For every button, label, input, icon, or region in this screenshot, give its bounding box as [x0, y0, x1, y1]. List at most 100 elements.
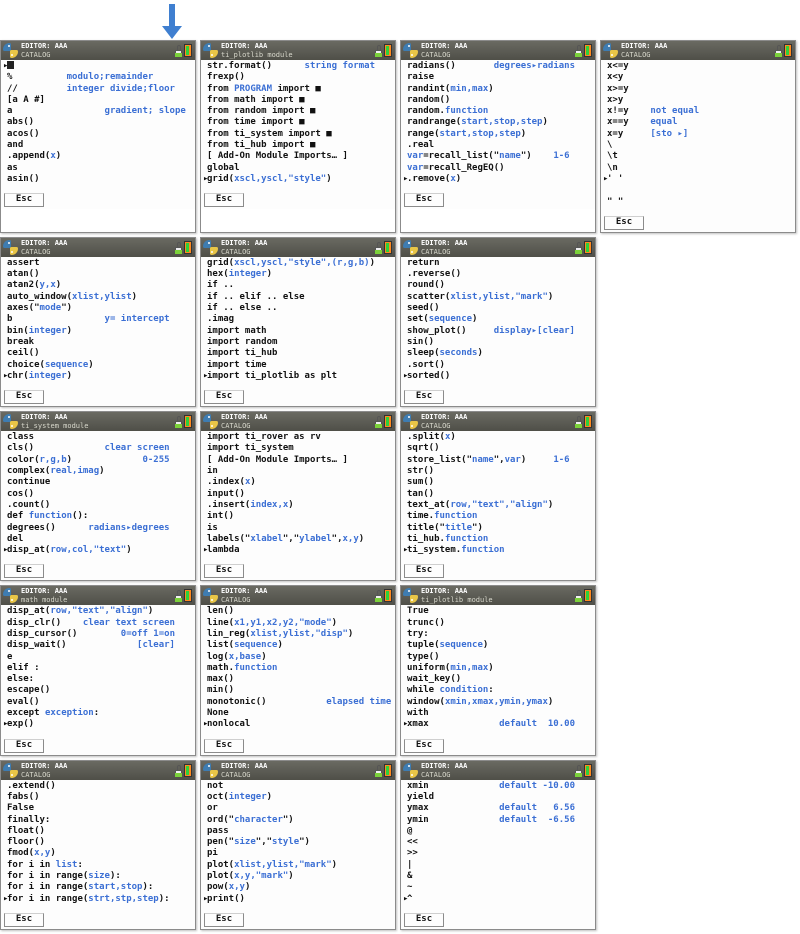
catalog-line[interactable]: randint(min,max) — [401, 84, 595, 95]
catalog-line[interactable]: uniform(min,max) — [401, 663, 595, 674]
catalog-line[interactable]: for i in range(size): — [1, 871, 195, 882]
catalog-line[interactable]: break — [1, 337, 195, 348]
catalog-line[interactable]: pen("size","style") — [201, 837, 395, 848]
catalog-line[interactable]: ymin default -6.56 — [401, 815, 595, 826]
catalog-line[interactable]: x>y — [601, 95, 795, 106]
catalog-line[interactable]: import ti_rover as rv — [201, 432, 395, 443]
catalog-line[interactable]: ceil() — [1, 348, 195, 359]
catalog-line[interactable]: ymax default 6.56 — [401, 803, 595, 814]
catalog-line[interactable]: ▸for i in range(strt,stp,step): — [3, 893, 170, 904]
catalog-line[interactable]: .sort() — [401, 360, 595, 371]
catalog-line[interactable]: % modulo;remainder — [1, 72, 195, 83]
catalog-line[interactable]: continue — [1, 477, 195, 488]
catalog-line[interactable]: def function(): — [1, 511, 195, 522]
catalog-line[interactable]: window(xmin,xmax,ymin,ymax) — [401, 697, 595, 708]
catalog-line[interactable]: class — [1, 432, 195, 443]
catalog-line[interactable]: except exception: — [1, 708, 195, 719]
catalog-line[interactable]: " " — [601, 197, 795, 208]
catalog-line[interactable]: as — [1, 163, 195, 174]
catalog-line[interactable]: from time import ■ — [201, 117, 395, 128]
esc-button[interactable]: Esc — [404, 738, 444, 753]
catalog-line[interactable]: if .. — [201, 280, 395, 291]
catalog-line[interactable]: ▸.remove(x) — [403, 173, 462, 184]
catalog-line[interactable]: from random import ■ — [201, 106, 395, 117]
catalog-line[interactable]: disp_clr() clear text screen — [1, 618, 195, 629]
catalog-line[interactable]: randrange(start,stop,step) — [401, 117, 595, 128]
catalog-line[interactable]: ▸ti_system.function — [403, 545, 505, 556]
catalog-line[interactable]: int() — [201, 511, 395, 522]
catalog-line[interactable]: for i in list: — [1, 860, 195, 871]
catalog-line[interactable]: assert — [1, 258, 195, 269]
catalog-line[interactable]: auto_window(xlist,ylist) — [1, 292, 195, 303]
catalog-line[interactable]: math.function — [201, 663, 395, 674]
catalog-line[interactable]: elif : — [1, 663, 195, 674]
catalog-line[interactable]: color(r,g,b) 0-255 — [1, 455, 195, 466]
catalog-line[interactable]: .split(x) — [401, 432, 595, 443]
catalog-line[interactable]: finally: — [1, 815, 195, 826]
catalog-line[interactable]: in — [201, 466, 395, 477]
catalog-line[interactable]: tan() — [401, 489, 595, 500]
catalog-line[interactable]: seed() — [401, 303, 595, 314]
catalog-line[interactable]: .index(x) — [201, 477, 395, 488]
catalog-line[interactable]: yield — [401, 792, 595, 803]
catalog-line[interactable]: log(x,base) — [201, 652, 395, 663]
esc-button[interactable]: Esc — [404, 193, 444, 208]
catalog-line[interactable]: pass — [201, 826, 395, 837]
esc-button[interactable]: Esc — [404, 912, 444, 927]
catalog-line[interactable]: grid(xscl,yscl,"style",(r,g,b)) — [201, 258, 395, 269]
catalog-line[interactable]: ▸chr(integer) — [3, 370, 73, 381]
catalog-line[interactable]: range(start,stop,step) — [401, 129, 595, 140]
catalog-line[interactable]: sin() — [401, 337, 595, 348]
catalog-line[interactable]: None — [201, 708, 395, 719]
catalog-line[interactable]: b y= intercept — [1, 314, 195, 325]
catalog-line[interactable]: ▸sorted() — [403, 370, 451, 381]
catalog-line[interactable]: ord("character") — [201, 815, 395, 826]
catalog-line[interactable]: << — [401, 837, 595, 848]
catalog-line[interactable]: .append(x) — [1, 151, 195, 162]
catalog-line[interactable]: raise — [401, 72, 595, 83]
catalog-line[interactable]: trunc() — [401, 618, 595, 629]
catalog-line[interactable]: ▸' ' — [603, 173, 624, 184]
catalog-line[interactable]: wait_key() — [401, 674, 595, 685]
catalog-line[interactable]: store_list("name",var) 1-6 — [401, 455, 595, 466]
catalog-line[interactable]: \ — [601, 140, 795, 151]
catalog-line[interactable]: try: — [401, 629, 595, 640]
catalog-line[interactable]: tuple(sequence) — [401, 640, 595, 651]
catalog-line[interactable]: import math — [201, 326, 395, 337]
catalog-line[interactable]: acos() — [1, 129, 195, 140]
catalog-line[interactable]: ▸lambda — [203, 545, 240, 556]
catalog-line[interactable]: from ti_hub import ■ — [201, 140, 395, 151]
catalog-line[interactable]: sleep(seconds) — [401, 348, 595, 359]
catalog-line[interactable]: import random — [201, 337, 395, 348]
catalog-line[interactable]: str() — [401, 466, 595, 477]
catalog-line[interactable]: atan() — [1, 269, 195, 280]
catalog-line[interactable]: set(sequence) — [401, 314, 595, 325]
catalog-line[interactable]: ▸exp() — [3, 719, 35, 730]
catalog-line[interactable]: e — [1, 652, 195, 663]
catalog-line[interactable]: .imag — [201, 314, 395, 325]
esc-button[interactable]: Esc — [404, 390, 444, 405]
catalog-line[interactable]: x==y equal — [601, 117, 795, 128]
catalog-line[interactable]: \n — [601, 163, 795, 174]
catalog-line[interactable]: oct(integer) — [201, 792, 395, 803]
catalog-line[interactable]: floor() — [1, 837, 195, 848]
catalog-line[interactable]: while condition: — [401, 685, 595, 696]
catalog-line[interactable]: radians() degrees▸radians — [401, 61, 595, 72]
catalog-line[interactable]: x!=y not equal — [601, 106, 795, 117]
catalog-line[interactable]: for i in range(start,stop): — [1, 882, 195, 893]
catalog-line[interactable]: complex(real,imag) — [1, 466, 195, 477]
catalog-line[interactable]: float() — [1, 826, 195, 837]
catalog-line[interactable]: show_plot() display▸[clear] — [401, 326, 595, 337]
catalog-line[interactable]: text_at(row,"text","align") — [401, 500, 595, 511]
catalog-line[interactable]: ▸xmax default 10.00 — [403, 719, 575, 730]
catalog-line[interactable]: import ti_hub — [201, 348, 395, 359]
catalog-line[interactable]: .reverse() — [401, 269, 595, 280]
catalog-line[interactable]: lin_reg(xlist,ylist,"disp") — [201, 629, 395, 640]
